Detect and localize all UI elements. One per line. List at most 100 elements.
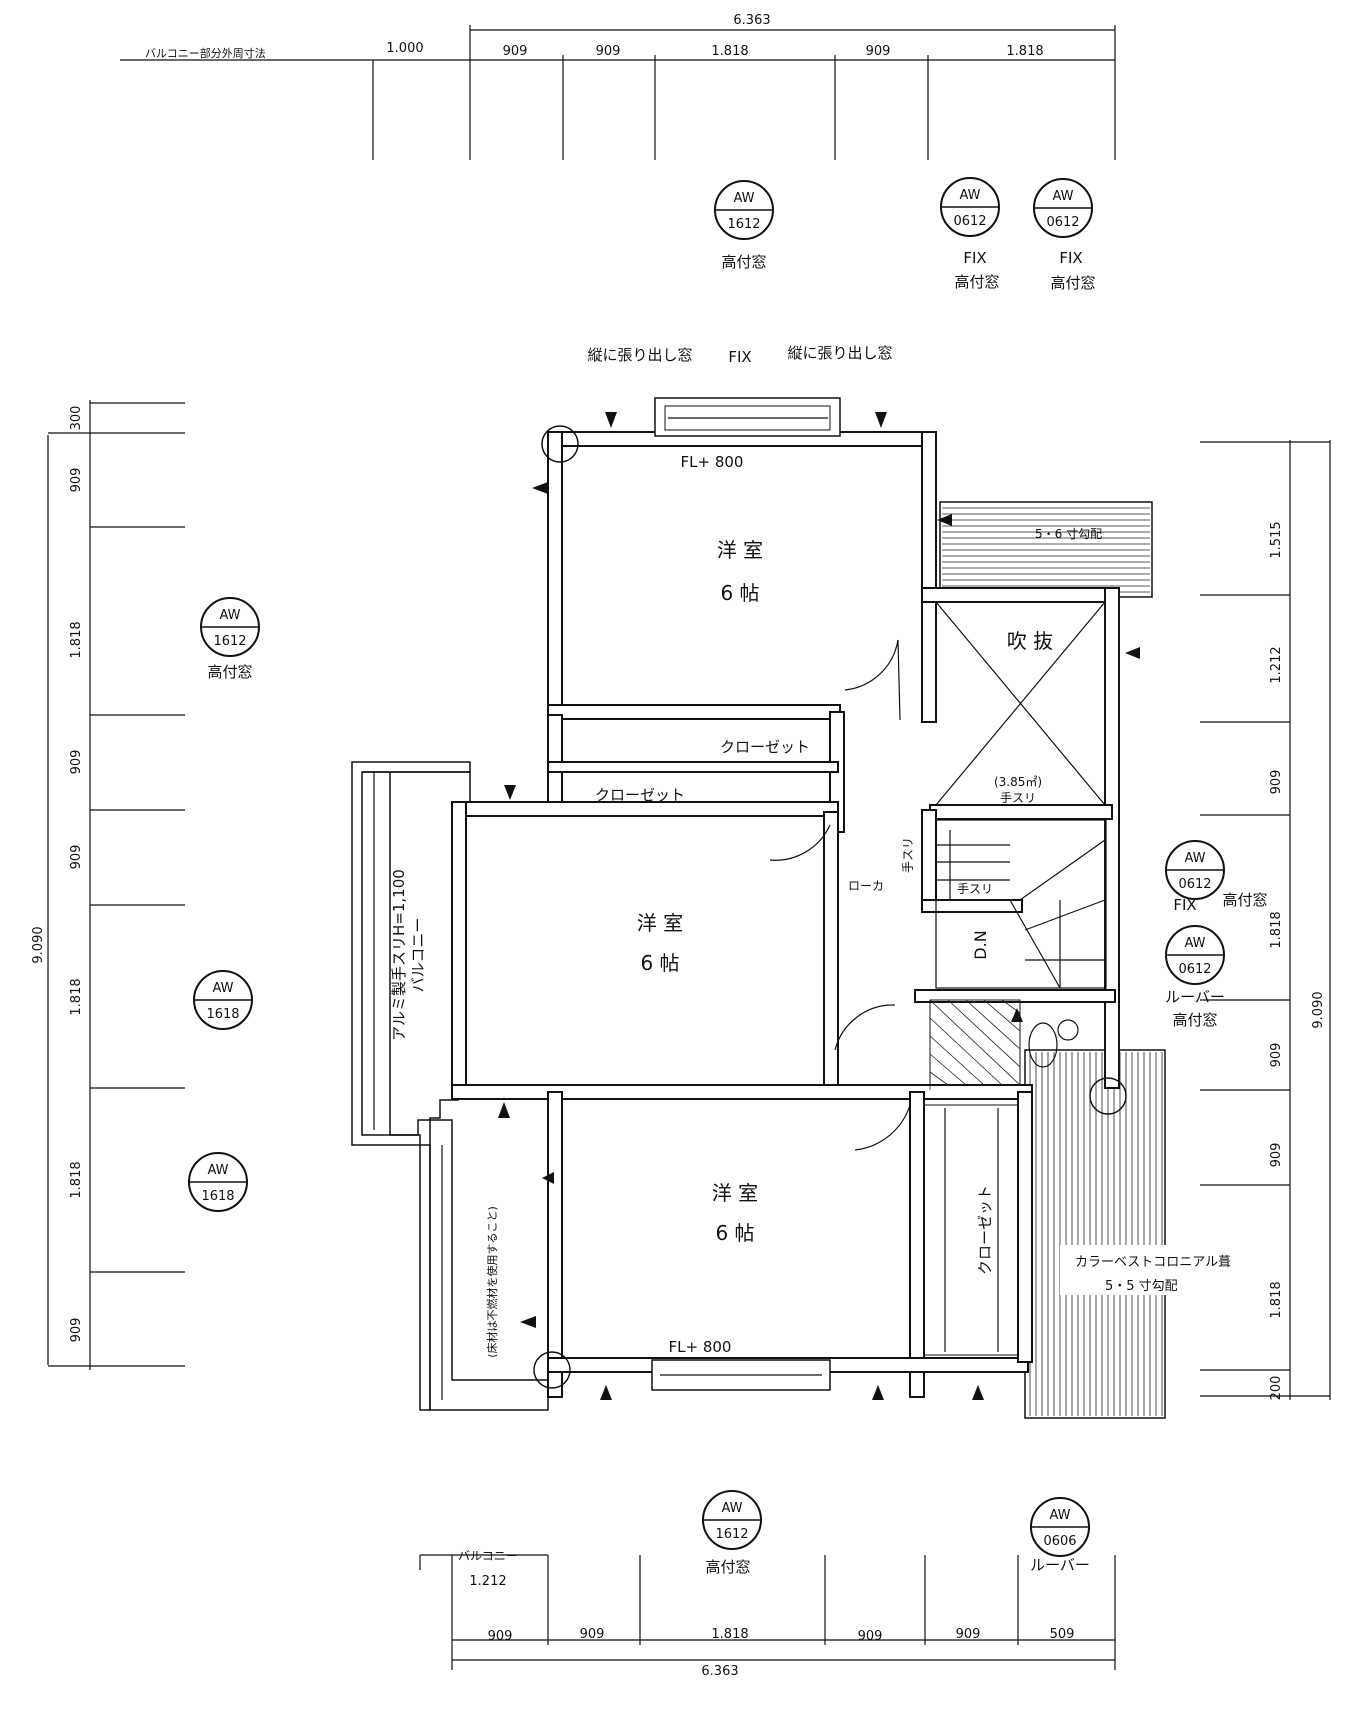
stairs [929, 819, 1107, 1090]
window-callout-top-1: AW 1612 高付窓 [714, 180, 774, 271]
svg-text:AW: AW [1184, 851, 1205, 866]
balcony-rail-label: アルミ製手スリH=1,100 [390, 869, 408, 1041]
svg-text:FIX: FIX [1173, 896, 1196, 914]
right-seg-dim: 200 [1269, 1376, 1284, 1401]
roof-hatch-line [929, 1071, 949, 1086]
svg-text:高付窓: 高付窓 [1172, 1011, 1217, 1029]
corridor-label: ローカ [848, 879, 884, 893]
right-seg-dim: 1.212 [1269, 646, 1284, 683]
window-callout-top-2: AW 0612 FIX 高付窓 [940, 177, 1000, 291]
window-callout-left-2: AW 1618 [193, 970, 253, 1030]
left-seg-dim: 909 [69, 1318, 84, 1343]
svg-text:ルーバー: ルーバー [1030, 1556, 1090, 1574]
right-seg-dim: 909 [1269, 1043, 1284, 1068]
svg-text:0606: 0606 [1043, 1534, 1076, 1549]
svg-text:AW: AW [721, 1501, 742, 1516]
closet-label-3: クローゼット [976, 1185, 994, 1275]
top-seg-dim: 1.818 [1006, 44, 1043, 59]
bottom-balcony-dim: 1.212 [469, 1574, 506, 1589]
svg-text:0612: 0612 [1178, 962, 1211, 977]
svg-text:AW: AW [733, 191, 754, 206]
svg-text:FIX: FIX [963, 249, 986, 267]
svg-text:1612: 1612 [727, 217, 760, 232]
top-seg-dim: 1.818 [711, 44, 748, 59]
left-total-dim: 9.090 [31, 926, 46, 963]
stair-down-label: D.N [971, 930, 990, 959]
svg-text:0612: 0612 [1178, 877, 1211, 892]
left-seg-dim: 909 [69, 468, 84, 493]
left-dimension-block: 9.090 300 909 1.818 909 909 1.818 1.818 … [31, 400, 185, 1370]
svg-text:高付窓: 高付窓 [1050, 274, 1095, 292]
right-seg-dim: 1.818 [1269, 911, 1284, 948]
right-seg-dim: 1.818 [1269, 1281, 1284, 1318]
svg-text:高付窓: 高付窓 [207, 663, 252, 681]
svg-text:高付窓: 高付窓 [721, 253, 766, 271]
left-seg-dim: 909 [69, 750, 84, 775]
svg-text:高付窓: 高付窓 [705, 1558, 750, 1576]
svg-text:AW: AW [219, 608, 240, 623]
roof-hatch-line [929, 1035, 985, 1086]
top-seg-dim: 909 [866, 44, 891, 59]
window-callout-right-1: AW 0612 FIX 高付窓 [1165, 840, 1268, 914]
fukinuke-label: 吹 抜 [1007, 629, 1053, 653]
tesuri-label-3: 手スリ [957, 882, 993, 896]
room1-name: 洋 室 [717, 538, 763, 562]
roof-hatch-line [965, 999, 1021, 1050]
window-callout-top-3: AW 0612 FIX 高付窓 [1033, 178, 1096, 292]
floor-material-note: (床材は不燃材を使用すること) [485, 1206, 499, 1358]
roof-hatch-line [983, 999, 1021, 1032]
room1-size: 6 帖 [720, 581, 759, 605]
roof-hatch-line [929, 1053, 967, 1086]
roof-top-right: 5・6 寸勾配 [939, 501, 1153, 598]
window-callouts: AW 1612 高付窓 AW 0612 FIX 高付窓 AW 0612 FIX … [188, 177, 1268, 1576]
left-seg-dim: 1.818 [69, 1161, 84, 1198]
roof-slope-label: 5・5 寸勾配 [1105, 1279, 1178, 1294]
svg-text:0612: 0612 [1046, 215, 1079, 230]
top-balcony-dim: 1.000 [386, 41, 423, 56]
left-seg-dim: 909 [69, 845, 84, 870]
window-callout-bottom-2: AW 0606 ルーバー [1030, 1497, 1090, 1574]
right-dimension-block: 9.090 1.515 1.212 909 1.818 909 909 1.81… [1200, 440, 1331, 1401]
bottom-seg-dim: 1.818 [711, 1627, 748, 1642]
svg-text:AW: AW [959, 188, 980, 203]
roof-hatch-line [947, 999, 1021, 1068]
right-seg-dim: 909 [1269, 1143, 1284, 1168]
svg-text:AW: AW [1049, 1508, 1070, 1523]
svg-text:高付窓: 高付窓 [1222, 891, 1267, 909]
window-markers [498, 412, 1140, 1400]
balcony-label: バルコニー [409, 918, 427, 993]
top-dimension-block: 6.363 バルコニー部分外周寸法 1.000 909 909 1.818 90… [120, 13, 1116, 160]
roof-material-label: カラーベストコロニアル葺 [1075, 1255, 1231, 1270]
svg-text:FIX: FIX [1059, 249, 1082, 267]
right-seg-dim: 909 [1269, 770, 1284, 795]
bay-window-right-label: 縦に張り出し窓 [787, 344, 892, 362]
svg-text:ルーバー: ルーバー [1165, 988, 1225, 1006]
closet-label-2: クローゼット [595, 786, 685, 804]
svg-text:AW: AW [1052, 189, 1073, 204]
left-seg-dim: 1.818 [69, 978, 84, 1015]
svg-text:0612: 0612 [953, 214, 986, 229]
room2-name: 洋 室 [637, 911, 683, 935]
window-callout-bottom-1: AW 1612 高付窓 [702, 1490, 762, 1576]
svg-text:1618: 1618 [201, 1189, 234, 1204]
roof-hatch-line [929, 999, 1021, 1086]
tesuri-label-1: 手スリ [1000, 791, 1036, 805]
top-seg-dim: 909 [596, 44, 621, 59]
fl-top-label: FL+ 800 [681, 453, 744, 471]
svg-text:AW: AW [207, 1163, 228, 1178]
walls [451, 397, 1127, 1398]
bottom-seg-dim: 909 [580, 1627, 605, 1642]
top-seg-dim: 909 [503, 44, 528, 59]
closet-label-1: クローゼット [720, 738, 810, 756]
bay-window-left-label: 縦に張り出し窓 [587, 346, 692, 364]
tesuri-label-2: 手スリ [901, 837, 915, 873]
room-labels: 縦に張り出し窓 FIX 縦に張り出し窓 FL+ 800 洋 室 6 帖 吹 抜 … [587, 344, 1053, 1356]
roof-top-slope-label: 5・6 寸勾配 [1035, 527, 1102, 541]
window-callout-left-3: AW 1618 [188, 1152, 248, 1212]
door-swings [769, 639, 911, 1151]
window-callout-left-1: AW 1612 高付窓 [200, 597, 260, 681]
fukinuke-area: (3.85㎡) [994, 775, 1042, 789]
bottom-dimension-block: バルコニー 1.212 909 909 1.818 909 909 509 6.… [419, 1549, 1116, 1679]
svg-text:高付窓: 高付窓 [954, 273, 999, 291]
svg-text:AW: AW [212, 981, 233, 996]
